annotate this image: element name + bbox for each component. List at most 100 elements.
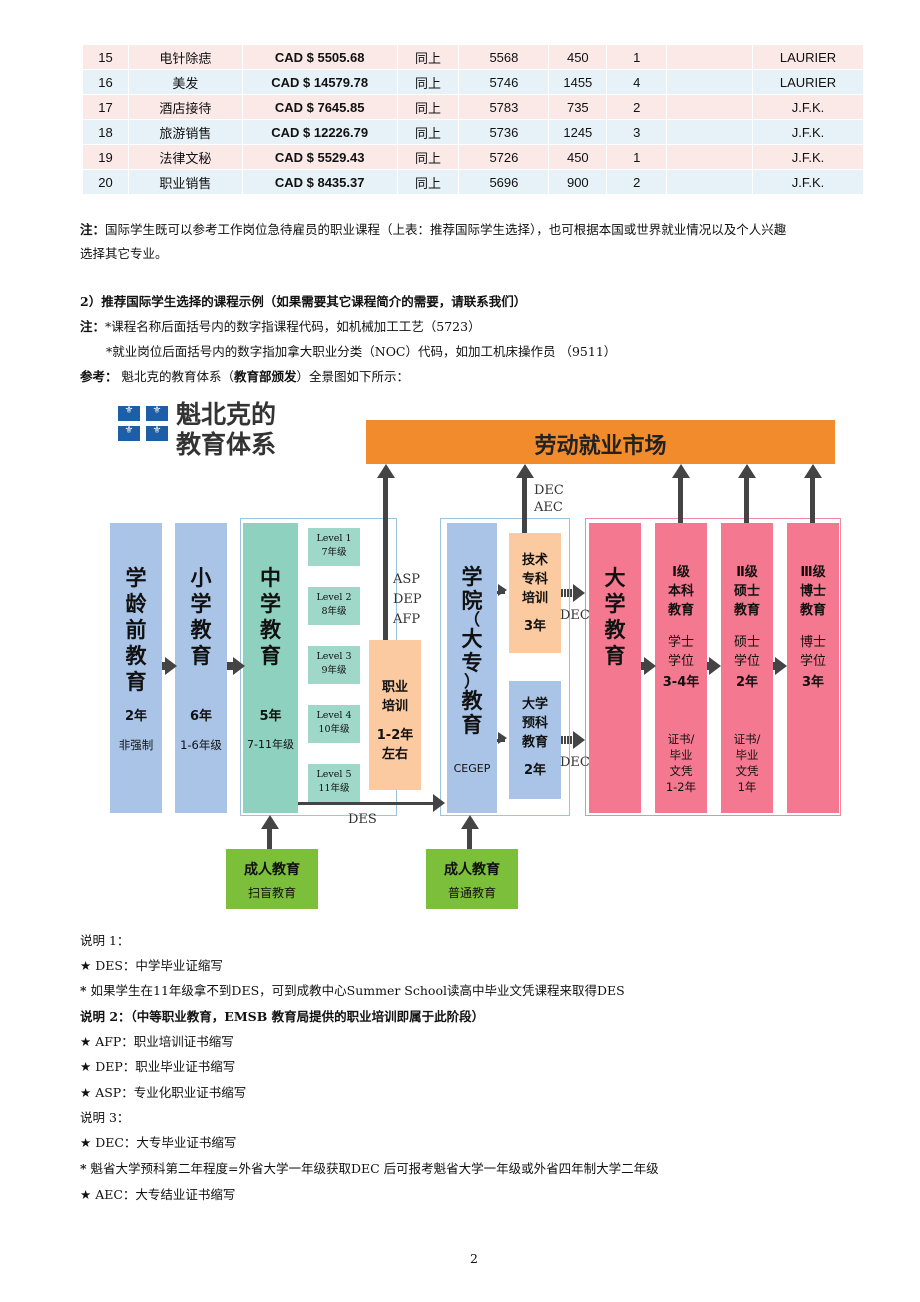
table-cell-blank [666, 94, 754, 120]
bachelor-up-arrow [678, 476, 683, 523]
table-cell-hours: 735 [548, 94, 608, 120]
quebec-flag-icon: ⚜ [118, 425, 140, 441]
vocational-years: 1-2年左右 [376, 728, 414, 762]
technical-training-box: 技术专科培训 3年 [509, 533, 561, 653]
preschool-box: 学龄前教育 2年 非强制 [110, 523, 162, 813]
table-cell-code: 5568 [458, 44, 550, 70]
explain-heading-1: 说明 1： [80, 933, 130, 948]
explain-summer-school: * 如果学生在11年级拿不到DES，可到成教中心Summer School读高中… [80, 983, 625, 998]
table-cell-school: LAURIER [752, 69, 864, 95]
grade-level-box: Level 1 7年级 [308, 528, 360, 566]
vocational-training-box: 职业培训 1-2年左右 [369, 640, 421, 790]
des-label: DES [348, 812, 377, 827]
table-note-cont: 选择其它专业。 [80, 246, 168, 261]
table-cell-n: 2 [606, 94, 668, 120]
table-cell-n: 3 [606, 119, 668, 145]
table-cell-note: 同上 [396, 69, 460, 95]
grade-level-label: Level 3 [316, 651, 352, 662]
table-cell-blank [666, 169, 754, 195]
table-cell-hours: 1245 [548, 119, 608, 145]
grade-label: 10年级 [318, 724, 350, 735]
table-cell-school: J.F.K. [752, 144, 864, 170]
table-cell-school: J.F.K. [752, 94, 864, 120]
explain-heading-3: 说明 3： [80, 1110, 130, 1125]
secondary-label: 中学教育 [260, 566, 281, 668]
table-cell-code: 5783 [458, 94, 550, 120]
table-cell-no: 20 [82, 169, 129, 195]
arrow-right-icon [233, 657, 245, 675]
arrow-right-icon [573, 584, 585, 602]
primary-box: 小学教育 6年 1-6年级 [175, 523, 227, 813]
table-cell-name: 旅游销售 [127, 119, 243, 145]
arrow-right-icon [573, 731, 585, 749]
table-cell-school: LAURIER [752, 44, 864, 70]
college-label: 学院（大专）教育 [461, 565, 483, 737]
arrow-right-icon [775, 657, 787, 675]
arrow-up-icon [377, 464, 395, 478]
table-cell-n: 1 [606, 144, 668, 170]
preschool-years: 2年 [124, 709, 148, 724]
table-cell-cost: CAD $ 14579.78 [241, 69, 398, 95]
preschool-note: 非强制 [118, 738, 154, 752]
phd-box: Ⅲ级博士教育 博士学位 3年 [787, 523, 839, 813]
table-cell-name: 职业销售 [127, 169, 243, 195]
secondary-note: 7-11年级 [247, 738, 294, 751]
grade-level-label: Level 5 [316, 769, 352, 780]
arrow-up-icon [672, 464, 690, 478]
phd-years: 3年 [801, 675, 825, 690]
grade-level-box: Level 3 9年级 [308, 646, 360, 684]
labor-market-bar: 劳动就业市场 [366, 420, 835, 464]
prep-years: 2年 [523, 763, 547, 778]
table-cell-n: 1 [606, 44, 668, 70]
quebec-flag-icon: ⚜ [146, 405, 168, 421]
grade-level-label: Level 1 [316, 533, 352, 544]
university-frame [585, 518, 841, 816]
grade-label: 9年级 [321, 665, 347, 676]
master-up-arrow [744, 476, 749, 523]
grade-label: 7年级 [321, 547, 347, 558]
master-years: 2年 [735, 675, 759, 690]
technical-label: 技术专科培训 [521, 553, 548, 606]
quebec-flag-icon: ⚜ [118, 405, 140, 421]
des-arrow [298, 802, 434, 805]
table-cell-hours: 900 [548, 169, 608, 195]
arrow-up-icon [804, 464, 822, 478]
table-cell-no: 19 [82, 144, 129, 170]
table-cell-no: 18 [82, 119, 129, 145]
reference-line: 参考： 魁北克的教育体系（教育部颁发）全景图如下所示： [80, 369, 410, 384]
table-cell-blank [666, 69, 754, 95]
preschool-label: 学龄前教育 [125, 566, 147, 694]
table-cell-code: 5696 [458, 169, 550, 195]
table-cell-note: 同上 [396, 44, 460, 70]
primary-label: 小学教育 [190, 566, 212, 668]
page-number: 2 [470, 1251, 478, 1266]
phd-label: Ⅲ级博士教育 [799, 565, 826, 618]
secondary-box: 中学教育 5年 7-11年级 [243, 523, 298, 813]
university-prep-box: 大学预科教育 2年 [509, 681, 561, 799]
grade-level-label: Level 2 [316, 592, 352, 603]
cegep-label: CEGEP [453, 762, 491, 775]
quebec-flag-icon: ⚜ [146, 425, 168, 441]
dec-label: DEC [560, 608, 590, 623]
table-cell-cost: CAD $ 8435.37 [241, 169, 398, 195]
arrow-up-icon [738, 464, 756, 478]
arrow [162, 662, 166, 670]
tech-up-arrow [522, 476, 527, 533]
table-cell-hours: 450 [548, 44, 608, 70]
table-cell-n: 4 [606, 69, 668, 95]
arrow [707, 662, 710, 670]
secondary-years: 5年 [259, 709, 282, 724]
table-cell-code: 5726 [458, 144, 550, 170]
bachelor-label: Ⅰ级本科教育 [667, 565, 694, 618]
adult-general-box: 成人教育 普通教育 [426, 849, 518, 909]
vocational-label: 职业培训 [381, 680, 408, 714]
dec-label: DEC [560, 755, 590, 770]
